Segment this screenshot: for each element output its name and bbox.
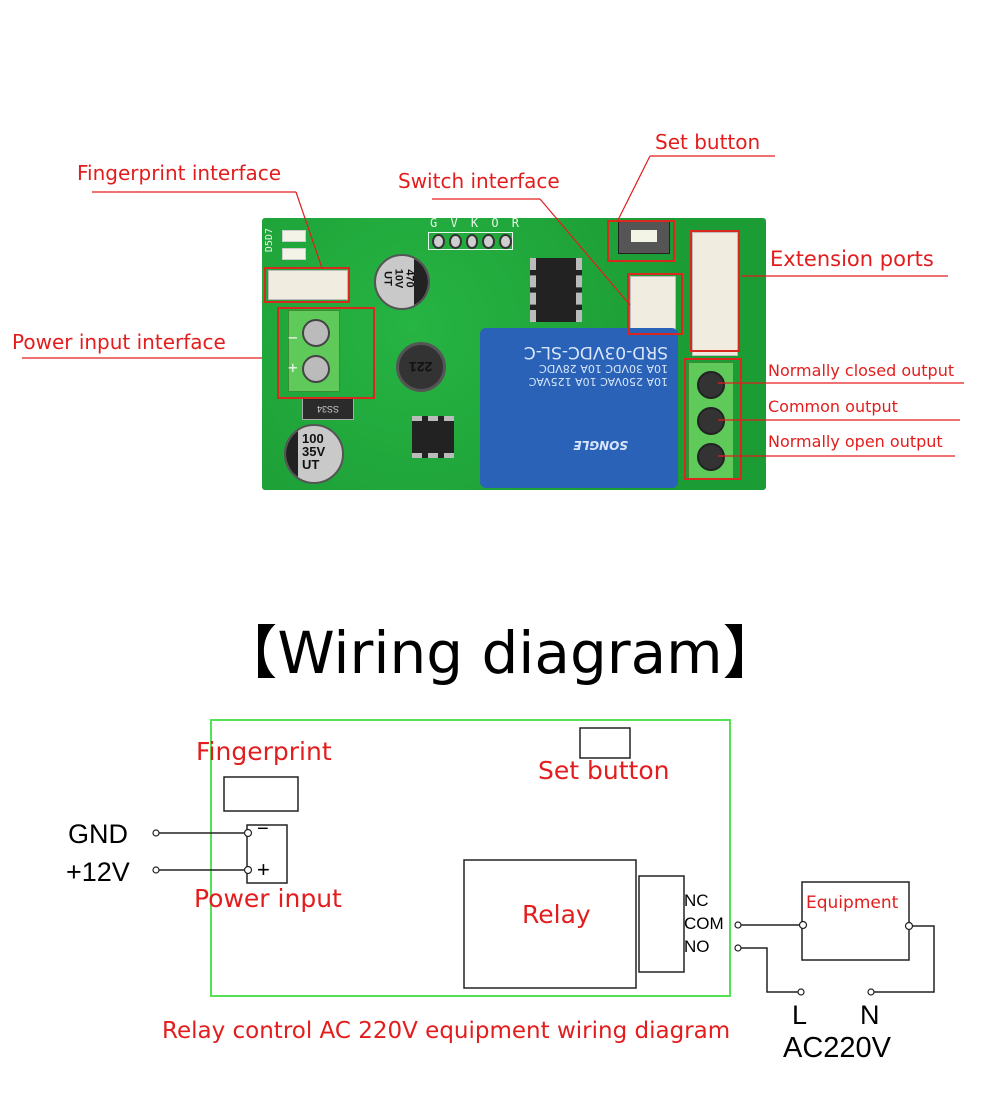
led-d5 (282, 248, 306, 260)
callout-power-input-interface: Power input interface (12, 330, 226, 354)
power-plus-mark: + (288, 358, 298, 377)
v12-label: +12V (66, 857, 130, 887)
pcb-photo: G V K O R D5D7 − + 470 10V UT 221 (262, 216, 766, 490)
extension-connector (692, 232, 738, 356)
callout-normally-open-output: Normally open output (768, 432, 943, 451)
wiring-diagram-title: 【Wiring diagram】 (219, 619, 781, 687)
highlight-fingerprint (264, 267, 350, 303)
tact-switch (618, 220, 670, 254)
switch-connector (630, 276, 676, 334)
n-terminal (867, 988, 875, 996)
callout-common-output: Common output (768, 397, 898, 416)
wiring-caption: Relay control AC 220V equipment wiring d… (162, 1018, 731, 1044)
power-minus-mark: − (288, 328, 298, 347)
relay-songle: SONGLE 10A 250VAC 10A 125VAC 10A 30VDC 1… (480, 328, 678, 488)
equipment-left-node (798, 920, 808, 930)
capacitor-470uf: 470 10V UT (374, 254, 430, 310)
power-minus-node (243, 828, 253, 838)
gnd-terminal (152, 829, 160, 837)
n-wire (874, 925, 935, 993)
header-pin-labels: G V K O R (430, 216, 523, 230)
l-terminal (797, 988, 805, 996)
power-minus-label: − (257, 818, 269, 840)
ac220v-label: AC220V (783, 1032, 892, 1064)
callout-fingerprint-interface: Fingerprint interface (77, 161, 282, 185)
power-terminal-box (246, 824, 288, 884)
no-wire (741, 947, 798, 993)
v12-terminal (152, 866, 160, 874)
callout-switch-interface: Switch interface (398, 169, 560, 193)
wiring-set-button-label: Set button (538, 756, 670, 785)
wiring-fingerprint-label: Fingerprint (196, 737, 332, 766)
callout-normally-closed-output: Normally closed output (768, 361, 955, 380)
no-label: NO (684, 937, 710, 956)
fingerprint-connector (268, 270, 348, 300)
callout-leaders (22, 155, 964, 457)
callout-extension-ports: Extension ports (770, 247, 934, 271)
highlight-outputs (684, 358, 742, 480)
capacitor-100uf: 100 35V UT (284, 424, 344, 484)
equipment-box (801, 881, 910, 961)
wiring-power-input-label: Power input (194, 884, 342, 913)
pin-header-p1 (428, 232, 513, 250)
n-label: N (860, 1000, 880, 1030)
power-plus-label: + (257, 857, 270, 882)
wiring-relay-label: Relay (522, 900, 591, 929)
board-outline (210, 719, 731, 997)
power-terminal-block (288, 310, 340, 392)
callout-set-button: Set button (655, 130, 761, 154)
highlight-extension (690, 230, 740, 352)
highlight-power-input (277, 307, 375, 399)
com-terminal (734, 921, 742, 929)
com-label: COM (684, 914, 724, 933)
relay-box (463, 859, 637, 989)
inductor-221: 221 (396, 342, 446, 392)
power-plus-node (243, 865, 253, 875)
ic-chip (530, 258, 582, 322)
wiring-equipment-label: Equipment (806, 893, 899, 913)
led-d7 (282, 230, 306, 242)
wiring-diagram (152, 719, 935, 997)
relay-terminal-box (638, 875, 685, 973)
fingerprint-box (223, 776, 299, 812)
highlight-set-button (607, 220, 675, 262)
highlight-switch (627, 273, 683, 335)
equipment-right-node (904, 921, 914, 931)
nc-label: NC (684, 891, 709, 910)
gnd-label: GND (68, 819, 128, 849)
soic-chip-u2 (412, 416, 454, 458)
output-terminal-block (688, 362, 734, 480)
l-label: L (792, 1000, 808, 1030)
no-terminal (734, 944, 742, 952)
set-button-box (579, 727, 631, 759)
